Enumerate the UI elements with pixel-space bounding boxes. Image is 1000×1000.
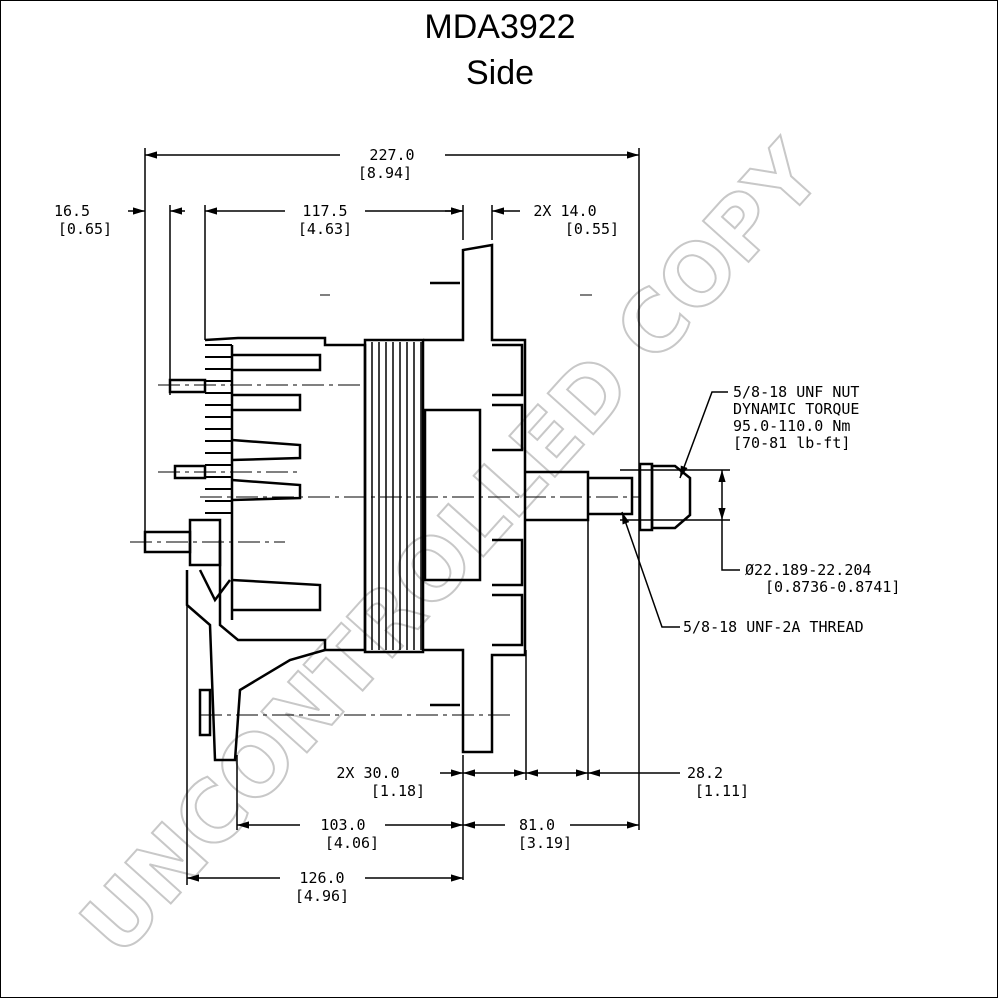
dimension-lines bbox=[128, 151, 740, 882]
dim-foot-mm: 2X 30.0 bbox=[336, 764, 399, 782]
alternator-body bbox=[143, 243, 692, 762]
callout-nut-3: 95.0-110.0 Nm bbox=[733, 417, 850, 435]
drawing-title: MDA3922 bbox=[424, 8, 576, 46]
dim-overall-in: [8.94] bbox=[358, 164, 412, 182]
dim-body-mm: 117.5 bbox=[302, 202, 347, 220]
dim-rear-mount-in: [4.06] bbox=[325, 834, 379, 852]
dim-shaft-ext-mm: 28.2 bbox=[687, 764, 723, 782]
dim-rear-mount-mm: 103.0 bbox=[320, 816, 365, 834]
callout-shaft-dia-in: [0.8736-0.8741] bbox=[765, 578, 900, 596]
stator-fins bbox=[371, 342, 422, 650]
dim-overall-mm: 227.0 bbox=[369, 146, 414, 164]
dim-front-mm: 81.0 bbox=[519, 816, 555, 834]
dim-base-mm: 126.0 bbox=[299, 869, 344, 887]
dim-foot-in: [1.18] bbox=[371, 782, 425, 800]
callout-nut-1: 5/8-18 UNF NUT bbox=[733, 383, 859, 401]
dim-body-in: [4.63] bbox=[298, 220, 352, 238]
dim-ear-mm: 2X 14.0 bbox=[533, 202, 596, 220]
callout-nut-4: [70-81 lb-ft] bbox=[733, 434, 850, 452]
callout-nut-2: DYNAMIC TORQUE bbox=[733, 400, 859, 418]
dim-rear-offset-in: [0.65] bbox=[58, 220, 112, 238]
rear-heatsink-fins bbox=[205, 344, 232, 514]
watermark: UNCONTROLLED COPY bbox=[62, 124, 841, 974]
dim-front-in: [3.19] bbox=[518, 834, 572, 852]
dim-base-in: [4.96] bbox=[295, 887, 349, 905]
dim-rear-offset-mm: 16.5 bbox=[54, 202, 90, 220]
dim-shaft-ext-in: [1.11] bbox=[695, 782, 749, 800]
callout-thread: 5/8-18 UNF-2A THREAD bbox=[683, 618, 864, 636]
drawing-subtitle: Side bbox=[465, 54, 535, 92]
dim-ear-in: [0.55] bbox=[565, 220, 619, 238]
callout-shaft-dia-mm: Ø22.189-22.204 bbox=[745, 561, 871, 579]
